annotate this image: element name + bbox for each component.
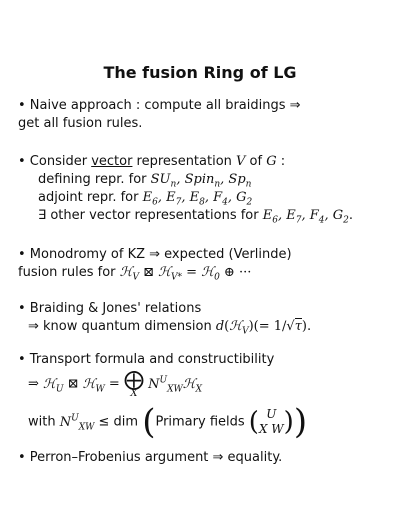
line: get all fusion rules. xyxy=(18,116,143,131)
line: • Naive approach : compute all braidings… xyxy=(18,98,301,113)
line: fusion rules for ℋV ⊠ ℋV* = ℋ0 ⊕ ··· xyxy=(18,265,252,283)
line: ∃ other vector representations for E6, E… xyxy=(38,208,354,226)
bullet-monodromy: • Monodromy of KZ ⇒ expected (Verlinde) … xyxy=(18,246,388,282)
line: • Perron–Frobenius argument ⇒ equality. xyxy=(18,450,283,465)
bullet-transport-formula: • Transport formula and constructibility… xyxy=(18,351,388,439)
bullet-naive-approach: • Naive approach : compute all braidings… xyxy=(18,97,388,133)
bullet-vector-representation: • Consider vector representation V of G … xyxy=(18,153,388,225)
bullet-braiding-jones: • Braiding & Jones' relations ⇒ know qua… xyxy=(18,300,388,336)
line: ⇒ ℋU ⊠ ℋW = ⨁X NUXWℋX xyxy=(28,367,203,399)
line: defining repr. for SUn, Spinn, Spn xyxy=(38,172,252,190)
line: adjoint repr. for E6, E7, E8, F4, G2 xyxy=(38,190,253,208)
line: ⇒ know quantum dimension d(ℋV)(= 1/√τ). xyxy=(28,318,312,337)
line: • Consider vector representation V of G … xyxy=(18,154,286,169)
bullet-perron-frobenius: • Perron–Frobenius argument ⇒ equality. xyxy=(18,449,388,467)
line: • Transport formula and constructibility xyxy=(18,352,275,367)
line: • Braiding & Jones' relations xyxy=(18,301,202,316)
page-title: The fusion Ring of LG xyxy=(103,63,297,82)
direct-sum-operator: ⨁X xyxy=(123,367,144,399)
line: • Monodromy of KZ ⇒ expected (Verlinde) xyxy=(18,247,292,262)
